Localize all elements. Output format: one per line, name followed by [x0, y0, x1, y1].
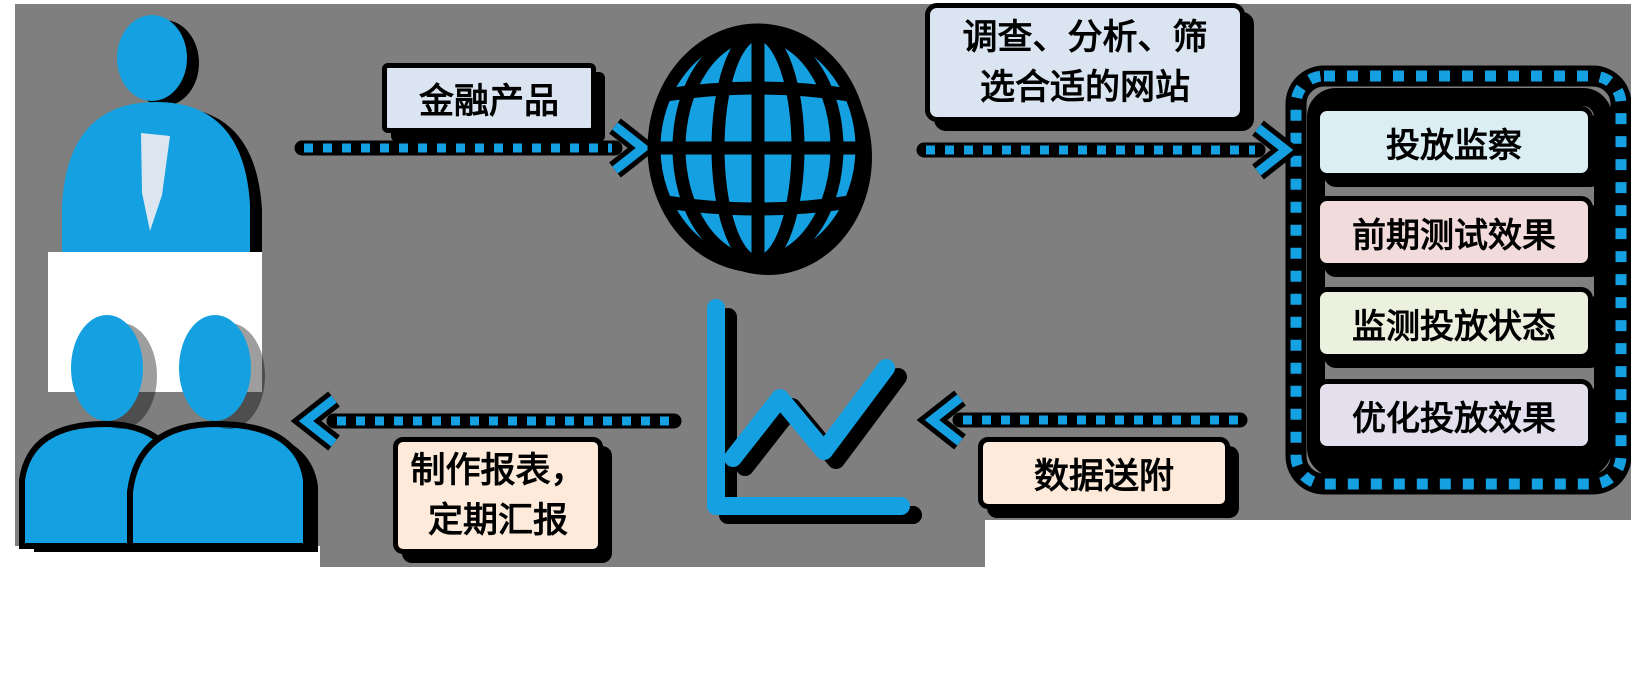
globe-icon: [647, 23, 872, 275]
user-icon: [62, 15, 262, 257]
label-survey-line-1: 调查、分析、筛: [962, 17, 1208, 57]
panel-inner-frame: [1307, 88, 1612, 477]
panel-item-label: 前期测试效果: [1352, 216, 1556, 255]
financial-product-arrow: [294, 118, 659, 178]
tie: [141, 133, 170, 231]
panel-outer-dashed-border: [1285, 65, 1631, 495]
line-chart-icon: [707, 299, 922, 524]
panel-item-label: 优化投放效果: [1352, 399, 1556, 438]
users-icon: [19, 315, 318, 552]
label-report-line-2: 定期汇报: [427, 500, 568, 540]
label-report-line-1: 制作报表，: [410, 450, 586, 490]
panel-item-optimize-placement-effect: 优化投放效果: [1315, 379, 1593, 451]
label-financial-product-text: 金融产品: [418, 81, 559, 121]
label-survey-line-2: 选合适的网站: [979, 67, 1190, 107]
data-delivery-arrow: [916, 390, 1248, 450]
panel-item-label: 监测投放状态: [1352, 307, 1556, 346]
report-arrow: [290, 391, 682, 451]
label-data-delivery-text: 数据送附: [1033, 456, 1174, 496]
label-report: 制作报表， 定期汇报: [393, 437, 603, 554]
survey-arrow: [916, 120, 1302, 180]
panel-item-label: 投放监察: [1386, 126, 1522, 165]
label-financial-product: 金融产品: [382, 63, 596, 133]
panel-item-placement-monitoring: 投放监察: [1315, 106, 1593, 178]
label-survey-analysis: 调查、分析、筛 选合适的网站: [925, 3, 1245, 122]
panel-item-early-test-results: 前期测试效果: [1315, 196, 1593, 268]
panel-item-monitor-placement-status: 监测投放状态: [1315, 287, 1593, 359]
label-data-delivery: 数据送附: [978, 437, 1230, 509]
